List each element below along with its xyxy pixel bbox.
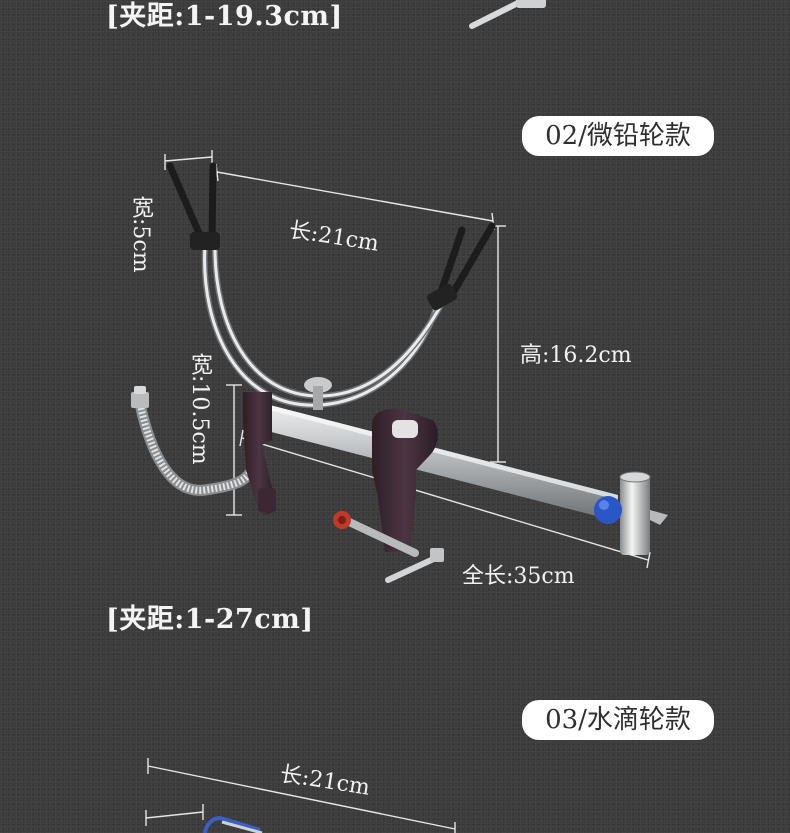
top-width-label: 宽:5cm	[128, 196, 153, 273]
clamp-range-label-1: [夹距:1-19.3cm]	[106, 1, 343, 32]
dimension-lines	[164, 150, 651, 569]
total-length-label: 全长:35cm	[462, 564, 575, 589]
section-title-02: 02/微铅轮款	[522, 116, 714, 156]
height-label: 高:16.2cm	[520, 343, 632, 368]
flexible-hose	[131, 386, 258, 496]
wire-rod-rest	[166, 162, 496, 410]
left-clamp	[243, 392, 276, 515]
end-tube	[594, 471, 668, 555]
previous-crank-remnant	[469, 0, 546, 29]
clamp-width-label: 宽:10.5cm	[187, 353, 212, 465]
main-bar	[252, 402, 618, 520]
center-clamp	[333, 408, 444, 583]
section3-partial-illustration	[145, 758, 456, 833]
clamp-range-label-2: [夹距:1-27cm]	[106, 604, 314, 635]
section-title-03: 03/水滴轮款	[522, 700, 714, 740]
